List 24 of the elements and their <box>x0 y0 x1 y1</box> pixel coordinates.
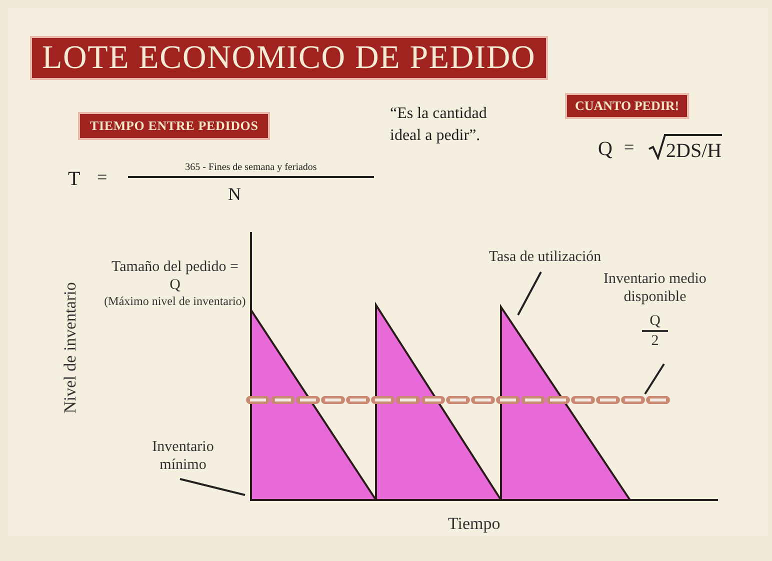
annotation-text: (Máximo nivel de inventario) <box>103 294 247 309</box>
formula-text: Q <box>598 137 612 162</box>
title-banner: LOTE ECONOMICO DE PEDIDO <box>30 36 548 80</box>
axis-label: Nivel de inventario <box>59 281 80 416</box>
annotation-text: Tamaño del pedido = Q <box>110 258 240 294</box>
fraction-numerator: 365 - Fines de semana y feriados <box>128 160 374 178</box>
annotation-text: Tasa de utilización <box>488 248 602 266</box>
fraction-denominator: N <box>228 183 241 206</box>
section-heading: CUANTO PEDIR! <box>565 93 690 118</box>
leader-line <box>180 478 246 496</box>
inventory-triangle <box>251 310 376 500</box>
formula-text: 2DS/H <box>664 134 722 166</box>
annotation-text: Inventario medio disponible <box>602 270 708 306</box>
fraction-denominator: 2 <box>651 332 659 350</box>
fraction-numerator: Q <box>642 312 668 332</box>
formula-text: = <box>97 166 108 189</box>
formula-text: = <box>624 136 634 159</box>
leader-line <box>517 272 542 316</box>
formula-text: T <box>68 167 80 192</box>
annotation-text: Inventario mínimo <box>151 438 215 474</box>
axis-label: Tiempo <box>448 513 500 535</box>
leader-line <box>644 363 665 395</box>
section-heading: TIEMPO ENTRE PEDIDOS <box>78 112 270 140</box>
quote-text: “Es la cantidad ideal a pedir”. <box>390 104 488 146</box>
